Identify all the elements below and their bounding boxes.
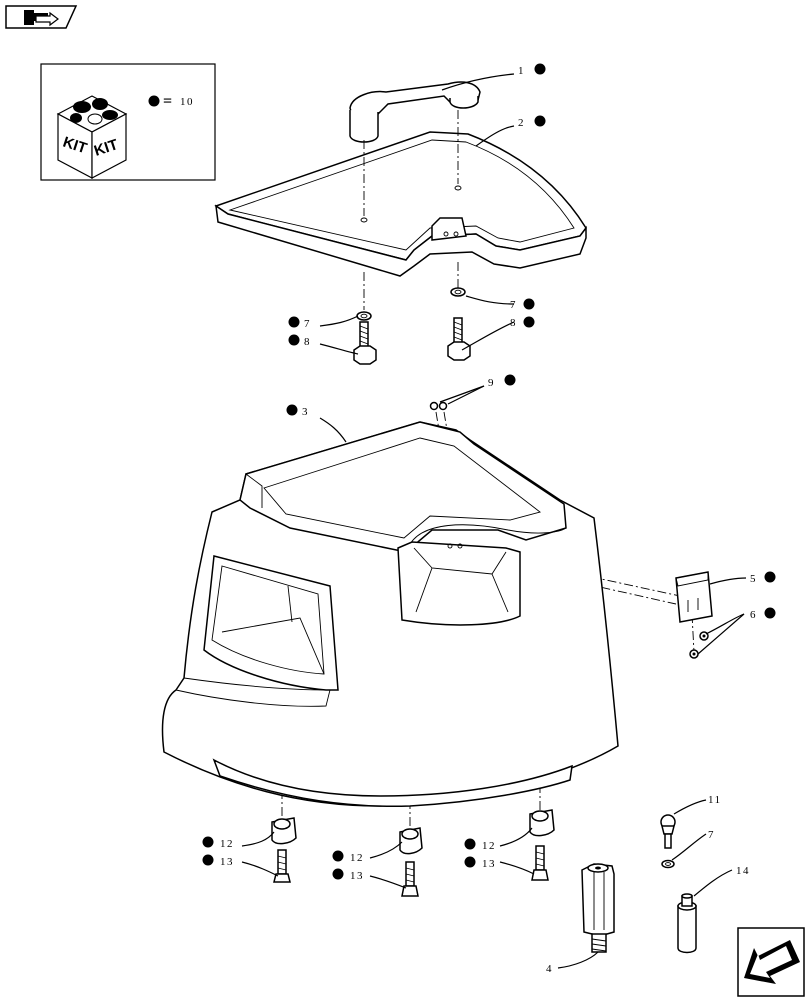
callout-7-left: 7 <box>288 316 311 330</box>
svg-text:2: 2 <box>518 117 525 129</box>
svg-text:7: 7 <box>510 299 517 311</box>
callout-12-right: 12 <box>464 838 496 852</box>
svg-text:13: 13 <box>220 856 234 868</box>
svg-text:7: 7 <box>304 318 311 330</box>
part-5-bracket <box>675 571 713 623</box>
part-14-pin <box>677 893 697 954</box>
callout-2: 2 <box>518 115 546 129</box>
svg-text:13: 13 <box>482 858 496 870</box>
callout-13-left: 13 <box>202 854 234 868</box>
callout-12-left: 12 <box>202 836 234 850</box>
part-1-handle <box>349 81 481 143</box>
kit-cube-icon: KIT KIT <box>56 95 128 179</box>
svg-text:3: 3 <box>302 406 309 418</box>
callout-13-right: 13 <box>464 856 496 870</box>
part-2-cover <box>214 131 587 277</box>
kit-equals: = <box>163 93 174 110</box>
svg-text:9: 9 <box>488 377 495 389</box>
callout-13-middle: 13 <box>332 868 364 882</box>
part-4-spacer <box>581 863 615 953</box>
callout-1: 1 <box>518 63 546 77</box>
back-nav-button[interactable] <box>5 5 78 29</box>
svg-text:13: 13 <box>350 870 364 882</box>
callout-9: 9 <box>488 374 516 389</box>
callout-leaders <box>241 73 747 969</box>
part-9-pins <box>429 401 448 411</box>
callout-7-right: 7 <box>510 298 535 311</box>
part-12-13-middle <box>399 827 423 897</box>
svg-text:12: 12 <box>482 840 496 852</box>
part-12-13-right <box>529 809 555 881</box>
callout-8-right: 8 <box>510 316 535 329</box>
part-7-8-right-fasteners <box>447 287 471 361</box>
svg-text:7: 7 <box>708 829 715 841</box>
part-3-weight-body <box>161 421 619 808</box>
next-arrow-icon <box>744 940 800 984</box>
svg-text:6: 6 <box>750 609 757 621</box>
part-7-washer-small <box>661 859 675 869</box>
callout-8-left: 8 <box>288 334 311 348</box>
back-arrow-icon <box>24 10 59 27</box>
kit-label-right: KIT <box>92 136 120 160</box>
kit-legend: KIT KIT = 10 <box>40 63 216 181</box>
svg-text:12: 12 <box>220 838 234 850</box>
kit-label-left: KIT <box>61 134 89 158</box>
part-12-13-left <box>271 817 297 883</box>
part-6-nuts <box>689 631 709 659</box>
part-7-8-left-fasteners <box>353 311 377 365</box>
callout-3: 3 <box>286 404 309 418</box>
callout-11: 11 <box>708 794 722 806</box>
svg-text:1: 1 <box>518 65 525 77</box>
callout-7-small: 7 <box>708 829 715 841</box>
svg-text:12: 12 <box>350 852 364 864</box>
callout-14: 14 <box>736 865 750 877</box>
callout-12-middle: 12 <box>332 850 364 864</box>
kit-bullet <box>148 95 160 107</box>
callout-4: 4 <box>546 963 553 975</box>
callout-5: 5 <box>750 571 776 585</box>
callout-6: 6 <box>750 607 776 621</box>
next-nav-button[interactable] <box>737 927 805 997</box>
kit-number: 10 <box>180 96 194 108</box>
svg-text:14: 14 <box>736 865 750 877</box>
svg-text:8: 8 <box>304 336 311 348</box>
svg-text:11: 11 <box>708 794 722 806</box>
svg-text:4: 4 <box>546 963 553 975</box>
part-11-ball-stud <box>660 814 676 849</box>
svg-text:8: 8 <box>510 317 517 329</box>
svg-text:5: 5 <box>750 573 757 585</box>
